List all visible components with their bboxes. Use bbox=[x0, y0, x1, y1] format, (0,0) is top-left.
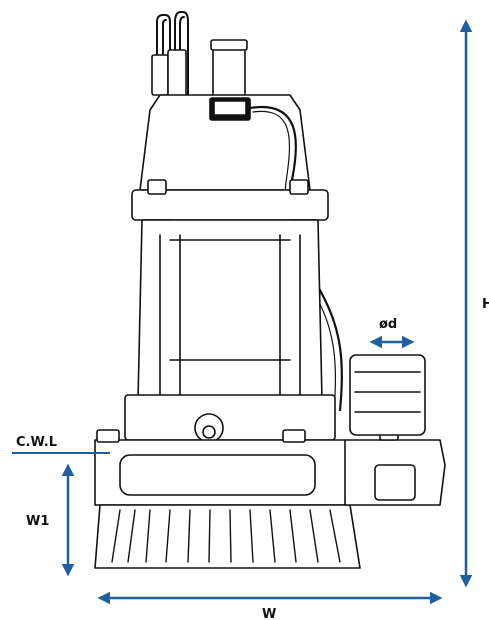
cwl-label: C.W.L bbox=[16, 435, 57, 450]
dimension-lines bbox=[12, 19, 473, 605]
height-label: H bbox=[482, 297, 489, 312]
discharge-hose-coupling bbox=[349, 354, 426, 436]
power-cables bbox=[156, 11, 189, 121]
motor-housing bbox=[137, 219, 323, 401]
cable-gland-left bbox=[151, 54, 169, 96]
submersible-pump-drawing bbox=[94, 11, 446, 569]
lifting-handle bbox=[212, 44, 246, 101]
width-label: W bbox=[262, 607, 276, 620]
strainer-base bbox=[94, 504, 361, 569]
diameter-label: ød bbox=[379, 317, 397, 332]
w1-label: W1 bbox=[26, 514, 49, 529]
